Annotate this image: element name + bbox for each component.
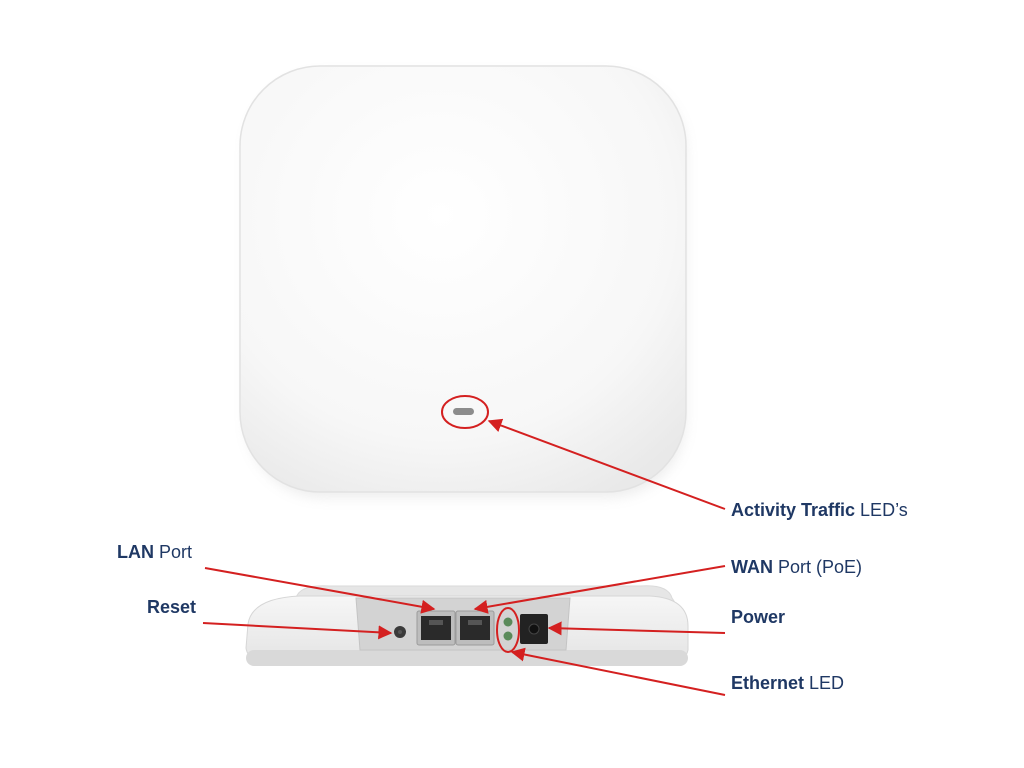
activity-arrow — [487, 418, 726, 510]
lan-port — [416, 610, 456, 646]
reset-arrow — [202, 622, 393, 640]
power-arrow — [547, 621, 726, 636]
ethernet-arrow — [510, 647, 726, 696]
wan-port — [455, 610, 495, 646]
access-point-top-view — [239, 65, 687, 498]
lan-arrow — [204, 567, 436, 614]
activity-led-callout-ring — [441, 395, 489, 429]
reset-label: Reset — [147, 597, 197, 617]
ethernet-led-1 — [503, 617, 513, 627]
wan-arrow — [473, 565, 726, 614]
power-jack — [520, 614, 548, 644]
activity-traffic-led — [453, 408, 474, 415]
power-label: Power — [731, 607, 786, 627]
ethernet-led-label: Ethernet LED — [731, 673, 845, 693]
wan-port-label: WAN Port (PoE) — [731, 557, 863, 577]
ethernet-led-2 — [503, 631, 513, 641]
lan-port-label: LAN Port — [117, 542, 193, 562]
access-point-port-view — [245, 585, 689, 666]
activity-traffic-led-label: Activity Traffic LED’s — [731, 500, 908, 520]
ethernet-led-callout-ring — [496, 607, 520, 653]
